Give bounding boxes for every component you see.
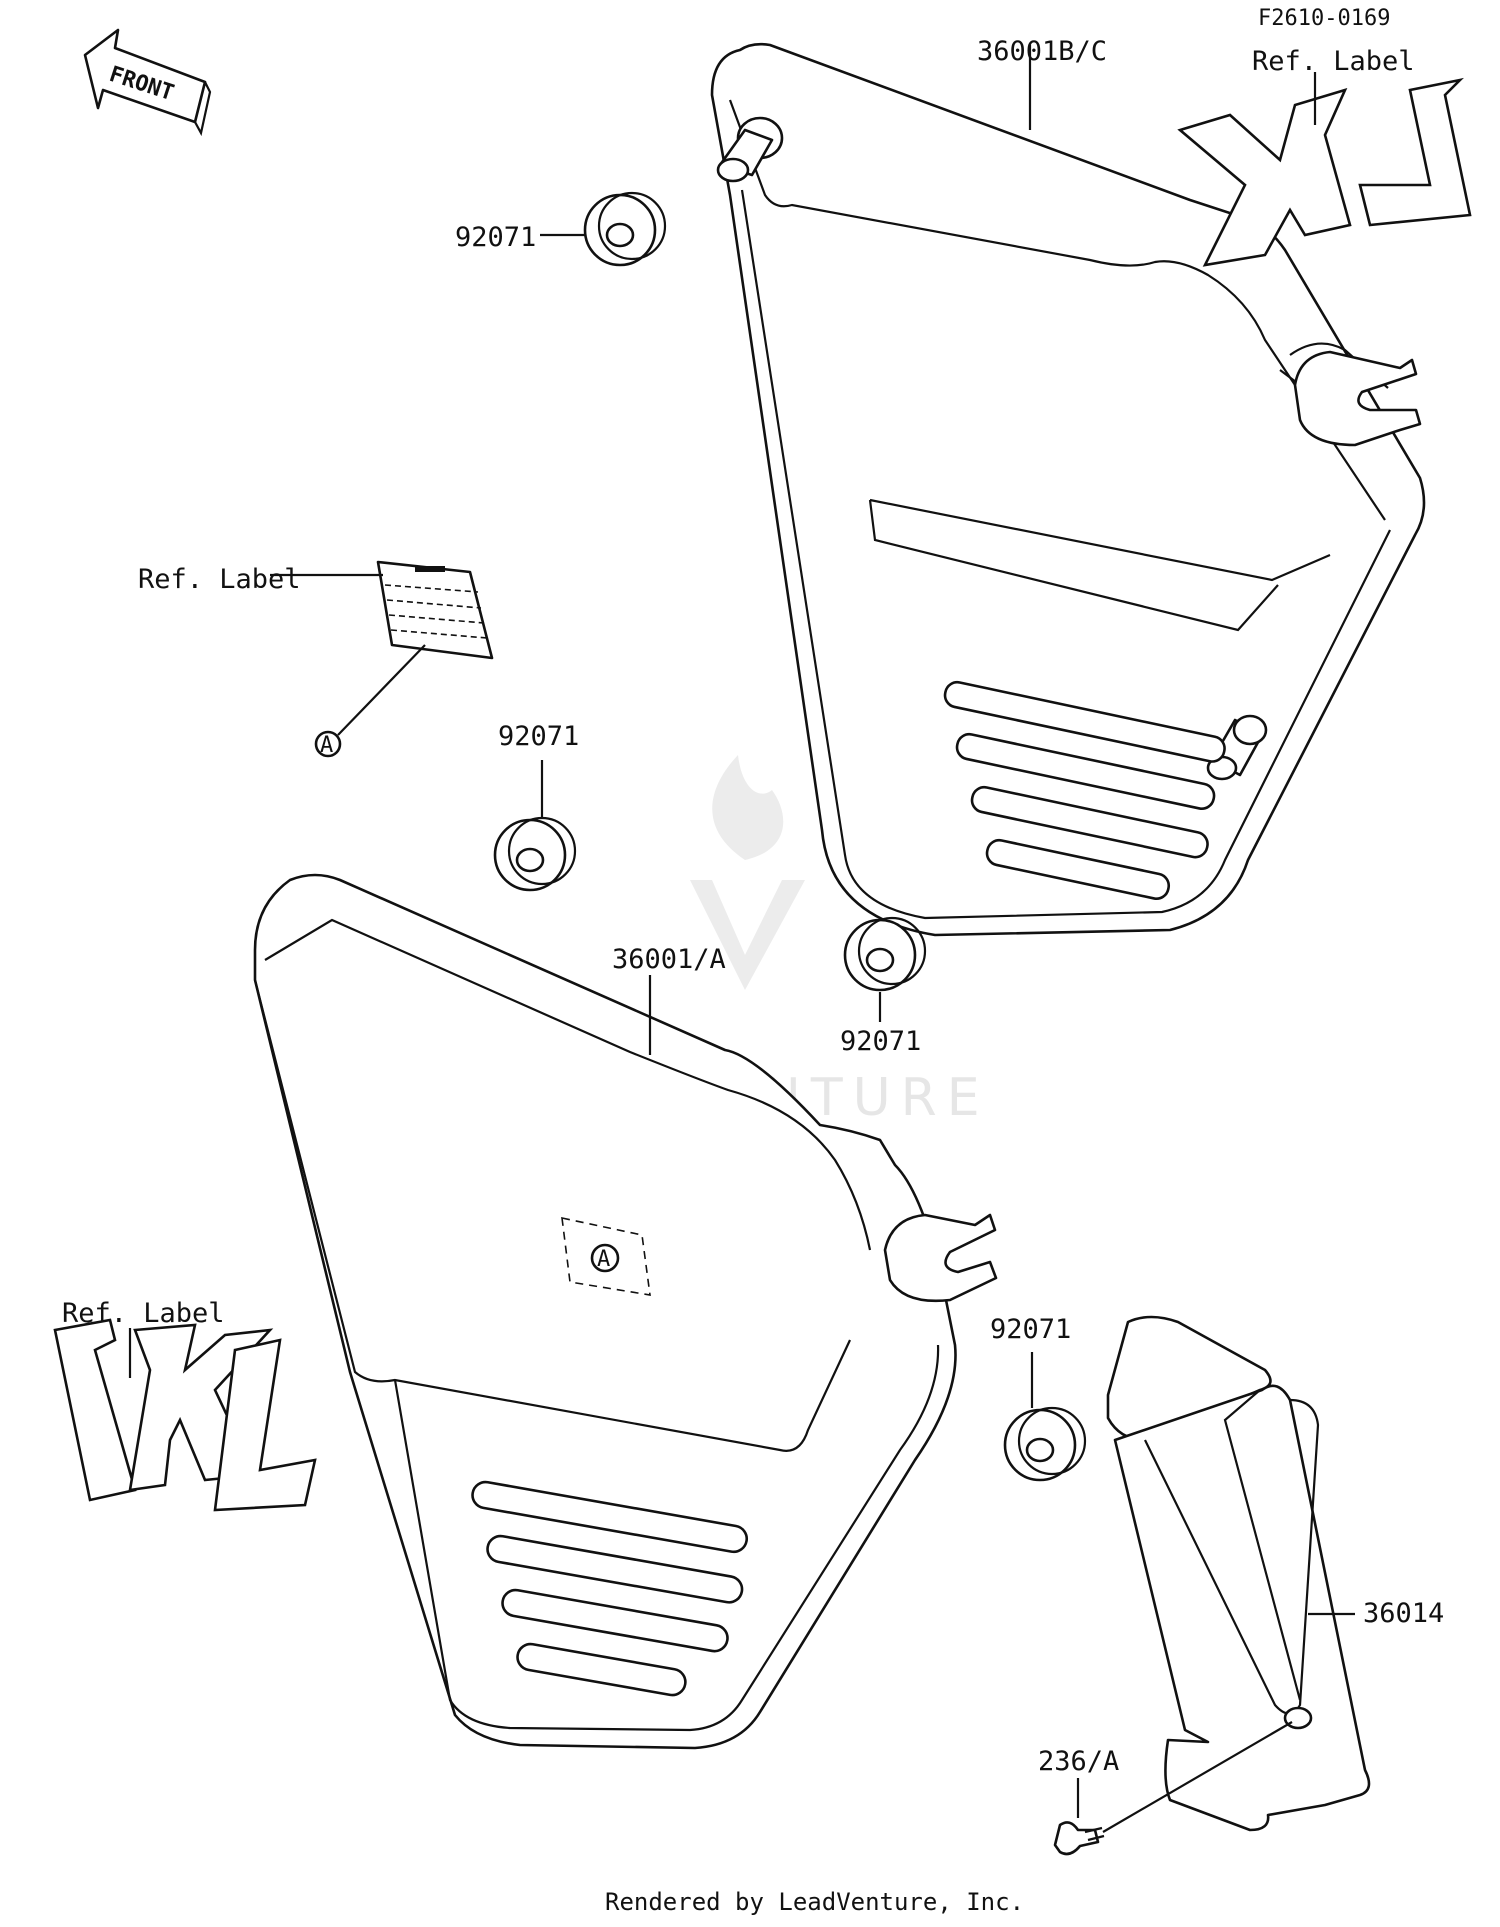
vent-slot-right-3 [970, 785, 1209, 859]
ref-label-top: Ref. Label [1252, 46, 1415, 77]
callout-a-cover: A [597, 1247, 610, 1272]
ref-label-mid: Ref. Label [138, 564, 301, 595]
grommet-3[interactable] [843, 916, 927, 992]
part-label-236a[interactable]: 236/A [1038, 1746, 1119, 1777]
diagram-code: F2610-0169 [1258, 6, 1390, 31]
ref-label-sticker [376, 560, 494, 660]
watermark-flame-icon [712, 755, 784, 860]
part-label-92071-4[interactable]: 92071 [990, 1314, 1071, 1345]
footer-credit: Rendered by LeadVenture, Inc. [605, 1888, 1024, 1916]
part-label-92071-3[interactable]: 92071 [840, 1026, 921, 1057]
part-label-36001bc[interactable]: 36001B/C [977, 36, 1107, 67]
part-label-92071-2[interactable]: 92071 [498, 721, 579, 752]
vent-slot-right-1 [943, 680, 1226, 763]
part-label-36001a[interactable]: 36001/A [612, 944, 726, 975]
front-arrow-icon: FRONT [83, 28, 212, 137]
vent-slot-left-2 [486, 1534, 744, 1604]
part-label-36014[interactable]: 36014 [1363, 1598, 1444, 1629]
grommet-2[interactable] [493, 816, 577, 892]
vent-slot-left-3 [501, 1588, 729, 1653]
kl-logo-left-icon [53, 1318, 317, 1512]
callout-a: A [320, 733, 333, 758]
side-cover-right[interactable] [710, 42, 1426, 937]
vent-slot-right-2 [955, 732, 1216, 810]
bracket-36014[interactable] [1106, 1315, 1371, 1832]
grommet-1[interactable] [583, 191, 667, 267]
ref-label-left: Ref. Label [62, 1298, 225, 1329]
part-label-92071-1[interactable]: 92071 [455, 222, 536, 253]
vent-slot-left-4 [516, 1642, 687, 1697]
bolt-236a[interactable] [1053, 1821, 1105, 1856]
kl-logo-right-icon [1177, 77, 1472, 267]
vent-slot-left-1 [471, 1480, 749, 1554]
vent-slot-right-4 [985, 838, 1171, 900]
side-cover-left[interactable]: A [253, 873, 998, 1750]
grommet-4[interactable] [1003, 1406, 1087, 1482]
watermark-v-icon [690, 880, 805, 990]
